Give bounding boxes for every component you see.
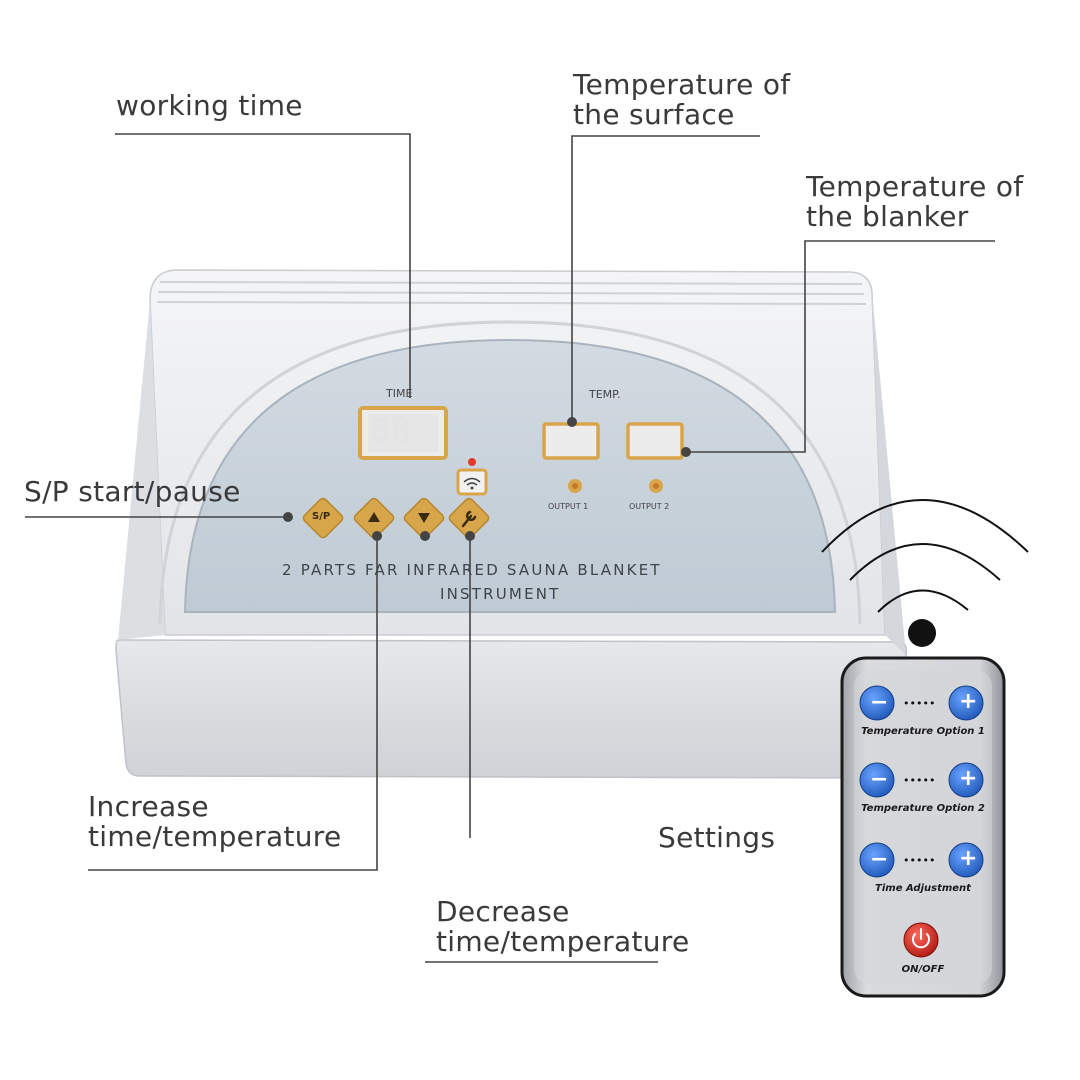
output2-label: OUTPUT 2 <box>629 502 670 511</box>
time-minus-button <box>859 842 895 878</box>
time-plus-button <box>948 842 984 878</box>
option1-minus-button <box>859 685 895 721</box>
power-icon <box>912 928 930 949</box>
panel-face <box>183 338 837 613</box>
surface-temp-label: Temperature of the surface <box>573 68 791 131</box>
option1-plus-symbol: + <box>959 689 978 714</box>
option1-plus-button <box>948 685 984 721</box>
option2-label: Temperature Option 2 <box>861 803 985 814</box>
increase-line <box>88 538 378 871</box>
option1-minus-symbol: − <box>870 690 889 715</box>
option1-label: Temperature Option 1 <box>861 726 985 737</box>
sp-button-label: S/P <box>312 511 331 522</box>
wifi-icon <box>463 477 481 486</box>
time-panel-label: TIME <box>386 387 413 400</box>
ir-emitter <box>908 619 936 647</box>
panel-title-line2: INSTRUMENT <box>440 585 561 603</box>
time-digits: 88 <box>370 411 411 451</box>
wifi-indicator <box>456 468 488 496</box>
blanket-temp-display <box>626 422 684 460</box>
option2-minus-button <box>859 762 895 798</box>
callout-lines <box>25 133 995 963</box>
triangle-down-icon <box>418 513 430 523</box>
status-led <box>468 458 476 466</box>
time-minus-symbol: − <box>870 847 889 872</box>
signal-waves-icon <box>821 499 1029 613</box>
working-time-label: working time <box>116 89 303 122</box>
option2-dots: ••••• <box>903 774 936 787</box>
working-time-line <box>115 133 411 398</box>
panel-title-line1: 2 PARTS FAR INFRARED SAUNA BLANKET <box>282 561 662 579</box>
settings-button[interactable] <box>448 497 490 539</box>
wrench-icon <box>461 510 477 528</box>
settings-label: Settings <box>658 821 776 854</box>
start-pause-label: S/P start/pause <box>24 475 241 508</box>
temp-panel-label: TEMP. <box>589 388 621 401</box>
output1-label: OUTPUT 1 <box>548 502 589 511</box>
device-front <box>115 639 908 779</box>
surface-temp-display <box>542 422 600 460</box>
device-ridges <box>156 281 867 305</box>
sp-button[interactable] <box>302 497 344 539</box>
remote-control <box>840 656 1006 998</box>
time-dots: ••••• <box>903 854 936 867</box>
triangle-up-icon <box>368 512 380 522</box>
time-plus-symbol: + <box>959 846 978 871</box>
time-adjust-label: Time Adjustment <box>875 883 971 894</box>
blanket-temp-label: Temperature of the blanker <box>806 170 1024 233</box>
option2-plus-symbol: + <box>959 766 978 791</box>
increase-button[interactable] <box>353 497 395 539</box>
surface-temp-line <box>571 135 760 426</box>
blanket-temp-line <box>686 240 995 453</box>
option2-minus-symbol: − <box>870 767 889 792</box>
increase-label: Increase time/temperature <box>88 790 342 853</box>
option2-plus-button <box>948 762 984 798</box>
power-label: ON/OFF <box>901 964 945 975</box>
callout-dots <box>283 417 691 541</box>
option1-dots: ••••• <box>903 697 936 710</box>
control-unit <box>115 269 908 779</box>
decrease-label: Decrease time/temperature <box>436 895 690 958</box>
decrease-button[interactable] <box>403 497 445 539</box>
